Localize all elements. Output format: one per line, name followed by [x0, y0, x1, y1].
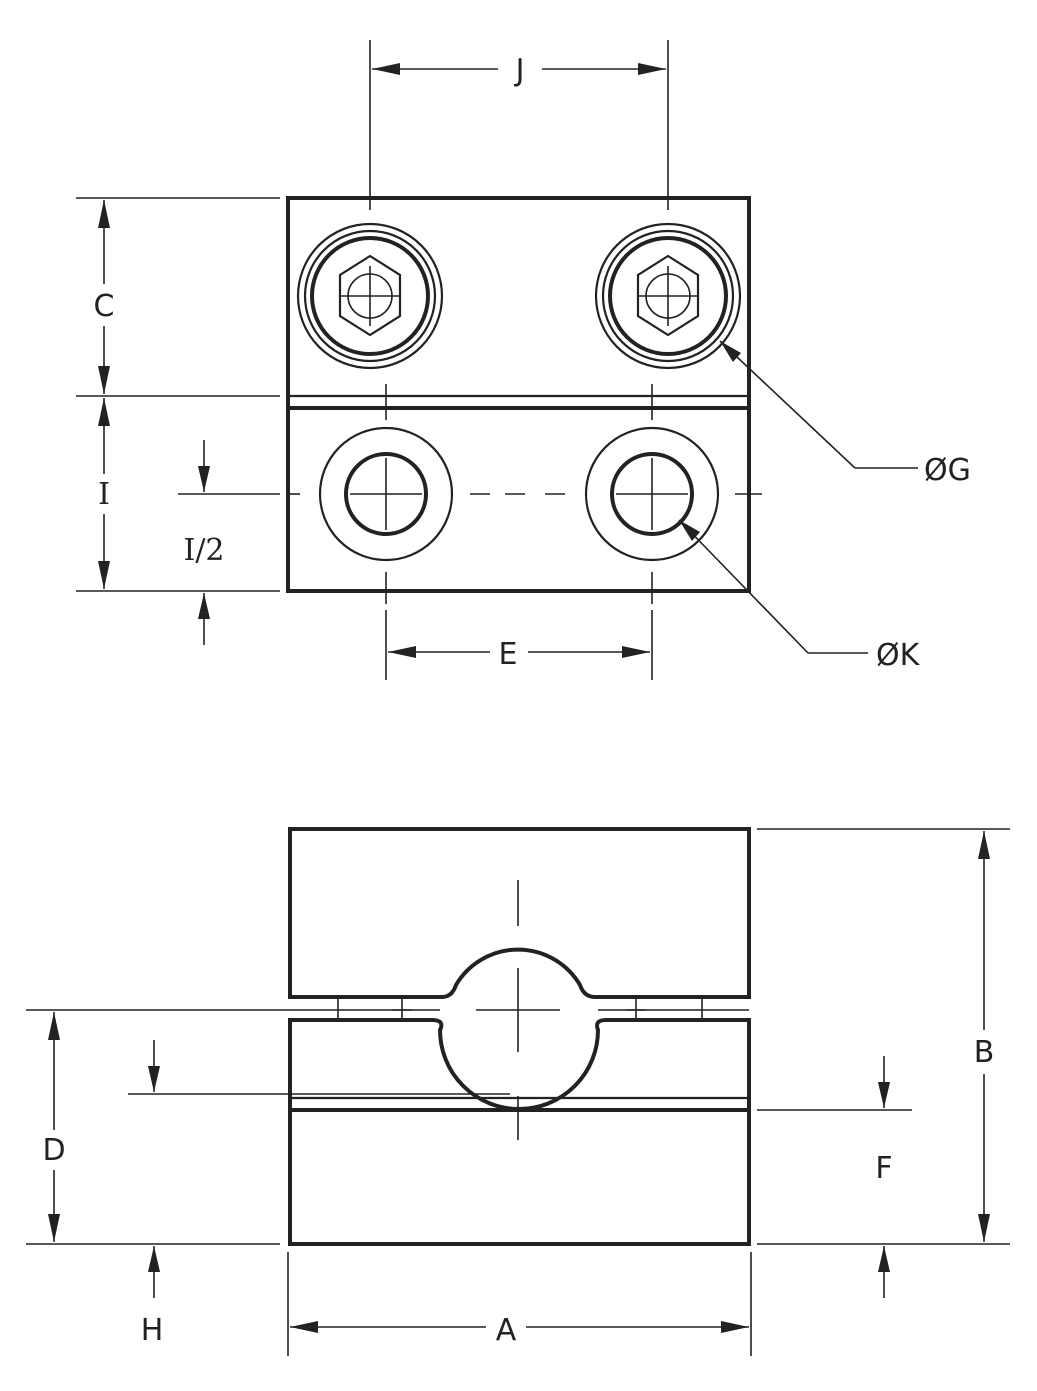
dimension-c — [76, 197, 280, 397]
dimension-e — [385, 610, 653, 680]
right-mounting-hole — [584, 426, 720, 562]
label-b: B — [974, 1035, 995, 1070]
label-i: I — [98, 477, 110, 512]
front-view — [26, 827, 751, 1246]
leader-k — [678, 519, 868, 654]
left-mounting-hole — [318, 426, 454, 562]
leader-g — [719, 340, 918, 469]
label-i-half: I/2 — [183, 533, 224, 568]
label-k: ØK — [876, 638, 921, 673]
dimension-i-half — [198, 440, 210, 645]
label-d: D — [42, 1133, 65, 1168]
label-c: C — [94, 289, 115, 324]
label-a: A — [496, 1313, 517, 1348]
top-view-outline — [286, 196, 751, 593]
upper-clamp-half — [288, 827, 751, 999]
dimension-a — [287, 1252, 752, 1356]
label-j: J — [514, 53, 525, 88]
dimension-h — [148, 1246, 160, 1298]
top-view — [178, 196, 762, 604]
label-f: F — [875, 1151, 892, 1186]
label-h: H — [141, 1313, 164, 1348]
lower-clamp-half — [288, 1018, 751, 1246]
dimension-i — [76, 398, 280, 592]
dimension-d — [26, 1012, 280, 1245]
label-e: E — [499, 637, 518, 672]
left-screw-head — [296, 222, 444, 370]
dimension-f — [128, 1040, 912, 1298]
dimension-b — [757, 828, 1010, 1245]
dimension-j — [369, 40, 669, 210]
right-screw-head — [594, 222, 742, 370]
label-g: ØG — [924, 453, 971, 488]
